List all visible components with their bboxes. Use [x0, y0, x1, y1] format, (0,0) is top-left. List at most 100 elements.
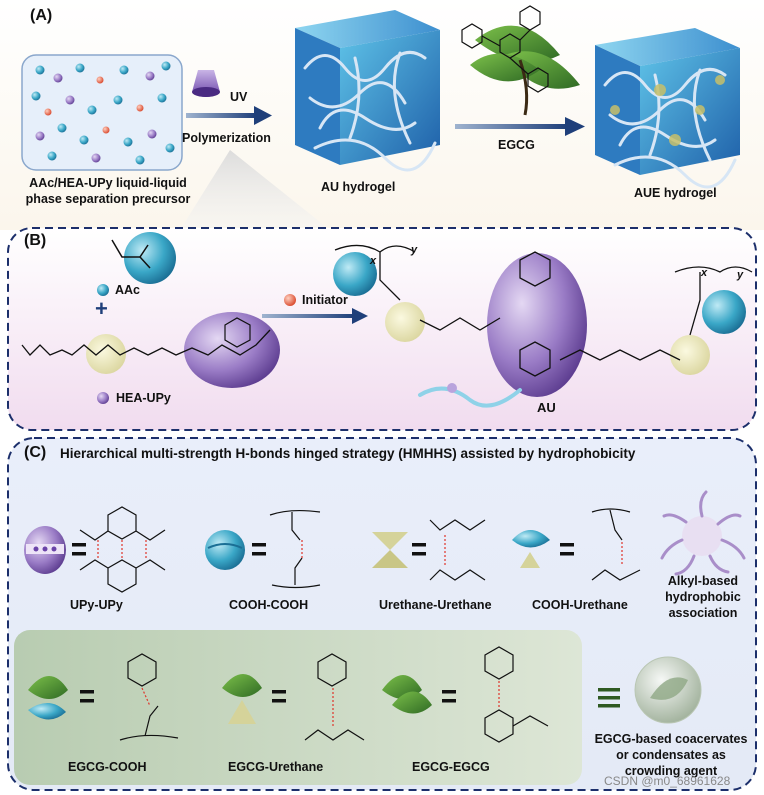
- egcg-cooh-structure: [119, 653, 179, 741]
- precursor-droplet: [87, 105, 97, 115]
- polymer-strand: [348, 56, 361, 140]
- precursor-caption-line2: phase separation precursor: [25, 192, 191, 206]
- hea-upy-bead-icon: [97, 392, 109, 404]
- egcg-arrow: [455, 117, 585, 136]
- precursor-droplet: [147, 129, 157, 139]
- precursor-droplet: [57, 123, 67, 133]
- plus-sign: +: [95, 296, 108, 321]
- polymer-strand: [613, 155, 737, 189]
- aac-label: AAc: [115, 283, 141, 297]
- upy-upy-icon: [24, 526, 66, 574]
- panel-a-label: (A): [30, 7, 53, 24]
- x-subscript-1: x: [370, 255, 377, 267]
- egcg-arrow-label: EGCG: [498, 138, 535, 152]
- aac-bead-icon: [97, 284, 109, 296]
- equivalence-sign: [598, 688, 620, 708]
- bond-label-cooh-urethane: COOH-Urethane: [532, 598, 628, 612]
- panel-c-label: (C): [24, 444, 47, 461]
- alkyl-label-line3: association: [668, 606, 738, 620]
- bond-label-cooh-cooh: COOH-COOH: [229, 598, 309, 612]
- bond-label-egcg-urethane: EGCG-Urethane: [228, 760, 324, 774]
- precursor-droplet: [119, 65, 129, 75]
- polymer-strand: [303, 50, 427, 82]
- au-hydrogel-label: AU hydrogel: [321, 180, 396, 194]
- panel-c-title: Hierarchical multi-strength H-bonds hing…: [60, 446, 636, 461]
- uv-lamp-icon: [192, 70, 220, 97]
- precursor-droplet: [91, 153, 101, 163]
- precursor-droplet: [157, 93, 167, 103]
- alkyl-label-line2: hydrophobic: [665, 590, 741, 604]
- egcg-cooh-icon: [28, 676, 68, 720]
- urethane-urethane-icon: [372, 532, 408, 568]
- precursor-droplet: [165, 143, 175, 153]
- y-subscript-2: y: [737, 269, 744, 281]
- polymer-strand: [392, 51, 412, 145]
- upy-upy-structure: [79, 506, 166, 593]
- precursor-droplet: [79, 135, 89, 145]
- precursor-droplet: [96, 76, 104, 84]
- polymer-strand: [692, 68, 712, 162]
- equals-row2: [80, 690, 456, 703]
- alkyl-label-line1: Alkyl-based: [667, 574, 739, 588]
- egcg-leaf-molecule: [461, 5, 580, 116]
- bond-label-egcg-cooh: EGCG-COOH: [68, 760, 147, 774]
- precursor-droplet: [35, 65, 45, 75]
- precursor-droplet: [31, 91, 41, 101]
- precursor-droplet: [53, 73, 63, 83]
- cooh-cooh-icon: [205, 530, 245, 570]
- precursor-droplet: [44, 108, 52, 116]
- precursor-droplet: [145, 71, 155, 81]
- polymerization-arrow: [186, 106, 272, 125]
- uv-label: UV: [230, 90, 248, 104]
- alkyl-hydrophobic-icon: [660, 490, 746, 576]
- precursor-droplet: [113, 95, 123, 105]
- spotlight-cone: [180, 150, 330, 230]
- egcg-urethane-icon: [222, 674, 262, 724]
- cooh-cooh-structure: [269, 509, 321, 589]
- coacervate-label-line3: crowding agent: [624, 764, 718, 778]
- egcg-egcg-structure: [484, 646, 549, 743]
- aue-hydrogel-label: AUE hydrogel: [634, 186, 717, 200]
- x-subscript-2: x: [701, 267, 708, 279]
- au-label: AU: [537, 400, 556, 415]
- precursor-caption-line1: AAc/HEA-UPy liquid-liquid: [29, 176, 187, 190]
- initiator-label: Initiator: [302, 293, 348, 307]
- cooh-urethane-icon: [512, 530, 550, 568]
- equals-row1: [72, 543, 574, 556]
- au-hydrogel-cube: [295, 10, 440, 172]
- precursor-droplet: [35, 131, 45, 141]
- bond-label-egcg-egcg: EGCG-EGCG: [412, 760, 490, 774]
- bond-label-urethane-urethane: Urethane-Urethane: [379, 598, 492, 612]
- precursor-droplet: [135, 155, 145, 165]
- precursor-droplet: [123, 137, 133, 147]
- coacervate-label-line1: EGCG-based coacervates: [594, 732, 748, 746]
- cooh-urethane-structure: [591, 508, 641, 581]
- precursor-vial: [21, 54, 183, 171]
- polymer-strand: [313, 138, 437, 172]
- polymer-strand: [648, 73, 661, 157]
- polymerization-label: Polymerization: [182, 131, 271, 145]
- panel-b-label: (B): [24, 232, 47, 249]
- precursor-droplet: [47, 151, 57, 161]
- coacervate-label-line2: or condensates as: [616, 748, 726, 762]
- precursor-droplet: [161, 61, 171, 71]
- hea-upy-label: HEA-UPy: [116, 391, 171, 405]
- polymer-strand: [603, 67, 727, 99]
- watermark: CSDN @m0_68961628: [604, 774, 731, 788]
- initiator-arrow: [262, 294, 368, 324]
- precursor-droplet: [65, 95, 75, 105]
- aac-molecule: [111, 232, 176, 284]
- aue-hydrogel-cube: [595, 28, 740, 189]
- au-polymer-structure: [333, 244, 753, 408]
- bond-label-upy-upy: UPy-UPy: [70, 598, 123, 612]
- precursor-droplet: [75, 63, 85, 73]
- precursor-droplet: [136, 104, 144, 112]
- precursor-droplet: [102, 126, 110, 134]
- egcg-coacervate-sphere: [634, 656, 702, 724]
- urethane-urethane-structure: [429, 519, 486, 581]
- egcg-urethane-structure: [304, 653, 365, 741]
- hea-upy-molecule: [21, 312, 280, 388]
- egcg-egcg-icon: [382, 675, 432, 714]
